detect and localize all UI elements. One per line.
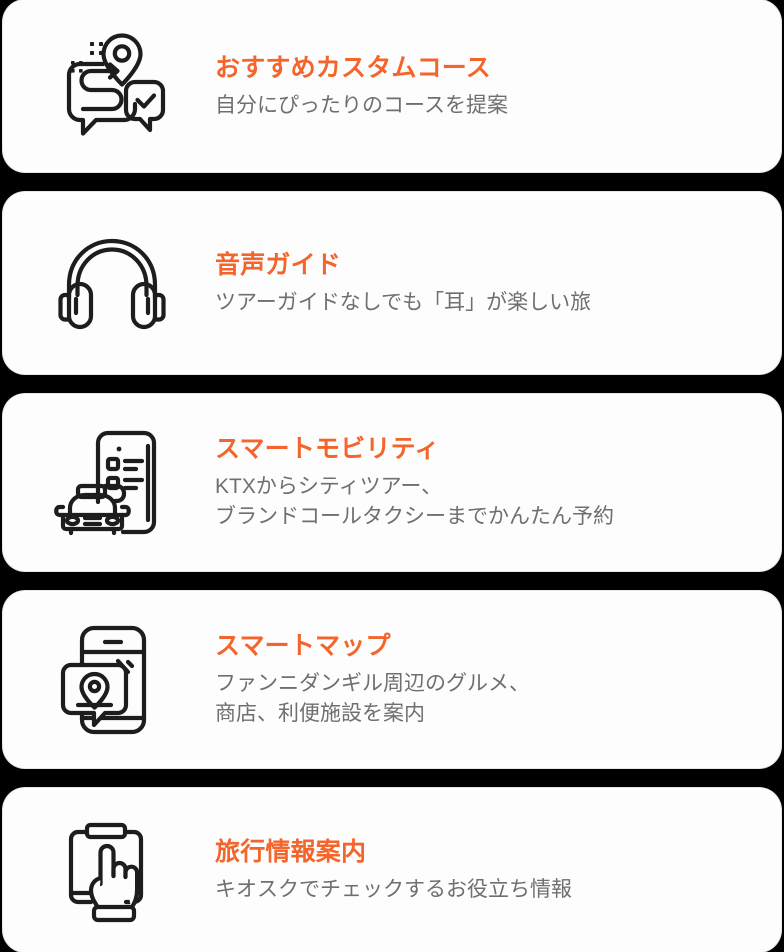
feature-card-title: スマートモビリティ — [215, 435, 440, 464]
feature-card-description: 自分にぴったりのコースを提案 — [215, 93, 508, 117]
feature-card-text: おすすめカスタムコース 自分にぴったりのコースを提案 — [215, 52, 532, 121]
feature-card-custom-course[interactable]: おすすめカスタムコース 自分にぴったりのコースを提案 — [3, 0, 781, 172]
feature-card-travel-info[interactable]: 旅行情報案内 キオスクでチェックするお役立ち情報 — [3, 788, 781, 952]
feature-card-description: KTXからシティツアー、 ブランドコールタクシーまでかんたん予約 — [215, 475, 614, 528]
feature-card-text: 音声ガイド ツアーガイドなしでも「耳」が楽しい旅 — [215, 249, 615, 318]
feature-card-title: 旅行情報案内 — [215, 837, 367, 866]
feature-card-title: スマートマップ — [215, 632, 391, 661]
feature-card-smart-map[interactable]: スマートマップ ファンニダンギル周辺のグルメ、 商店、利便施設を案内 — [3, 591, 781, 768]
feature-card-description: ファンニダンギル周辺のグルメ、 商店、利便施設を案内 — [215, 672, 530, 725]
feature-card-text: 旅行情報案内 キオスクでチェックするお役立ち情報 — [215, 836, 596, 905]
feature-card-text: スマートモビリティ KTXからシティツアー、 ブランドコールタクシーまでかんたん… — [215, 433, 638, 532]
phone-map-pin-icon — [3, 621, 215, 739]
feature-card-title: 音声ガイド — [215, 250, 342, 279]
feature-card-title: おすすめカスタムコース — [215, 53, 491, 82]
feature-card-text: スマートマップ ファンニダンギル周辺のグルメ、 商店、利便施設を案内 — [215, 630, 554, 729]
taxi-phone-booking-icon — [3, 424, 215, 542]
route-chat-pin-check-icon — [3, 30, 215, 142]
feature-card-description: キオスクでチェックするお役立ち情報 — [215, 877, 572, 901]
kiosk-touch-hand-icon — [3, 814, 215, 926]
headphones-icon — [3, 227, 215, 339]
feature-card-audio-guide[interactable]: 音声ガイド ツアーガイドなしでも「耳」が楽しい旅 — [3, 192, 781, 374]
feature-card-smart-mobility[interactable]: スマートモビリティ KTXからシティツアー、 ブランドコールタクシーまでかんたん… — [3, 394, 781, 571]
feature-card-description: ツアーガイドなしでも「耳」が楽しい旅 — [215, 290, 592, 314]
